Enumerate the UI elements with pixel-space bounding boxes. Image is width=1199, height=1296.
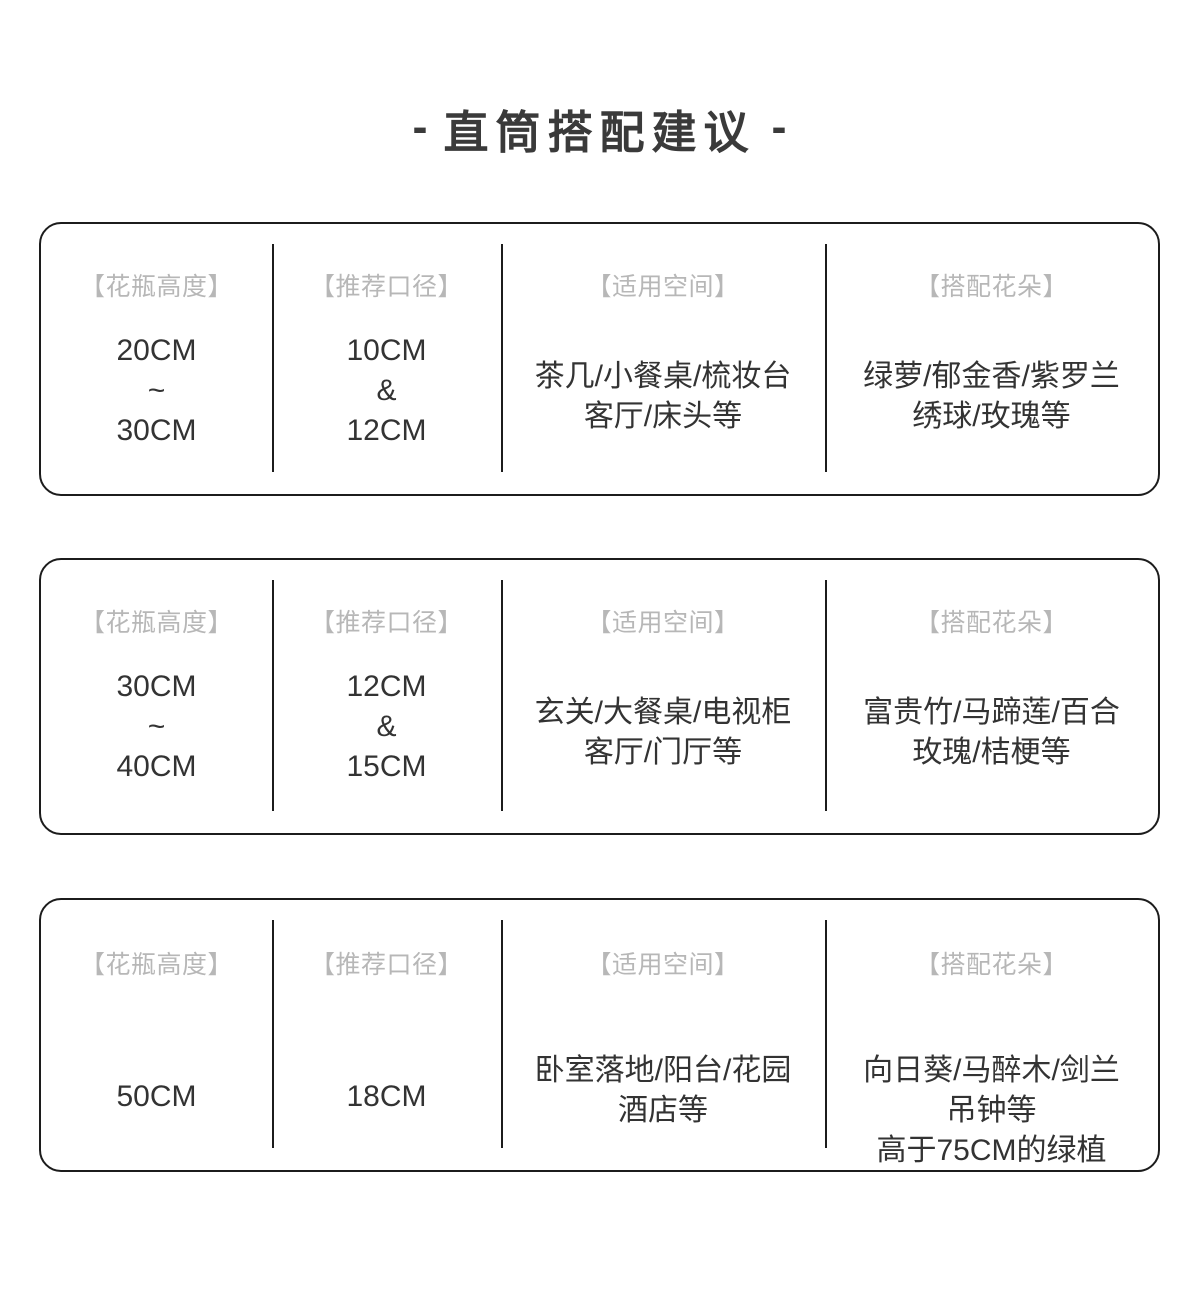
value-line-3: 高于75CM的绿植 <box>876 1134 1107 1167</box>
title-right-dash: - <box>771 101 787 152</box>
column-applicable-space: 【适用空间】 玄关/大餐桌/电视柜 客厅/门厅等 <box>501 560 825 833</box>
value-line-2: ~ <box>147 374 166 407</box>
column-label-applicable-space: 【适用空间】 <box>586 273 740 301</box>
value-line-2: 吊钟等 <box>946 1094 1037 1127</box>
value-line-2: 玫瑰/桔梗等 <box>912 736 1071 769</box>
column-recommended-caliber: 【推荐口径】 12CM & 15CM <box>272 560 501 833</box>
value-line-1: 30CM <box>116 670 197 703</box>
column-matching-flowers: 【搭配花朵】 富贵竹/马蹄莲/百合 玫瑰/桔梗等 <box>825 560 1158 833</box>
column-recommended-caliber: 【推荐口径】 10CM & 12CM <box>272 224 501 494</box>
column-value-vase-height: 50CM <box>116 1077 196 1117</box>
column-label-vase-height: 【花瓶高度】 <box>79 609 233 637</box>
title-left-dash: - <box>412 101 428 152</box>
column-label-applicable-space: 【适用空间】 <box>586 609 740 637</box>
column-vase-height: 【花瓶高度】 50CM <box>41 900 272 1170</box>
value-line-2: ~ <box>147 710 166 743</box>
column-label-recommended-caliber: 【推荐口径】 <box>309 273 463 301</box>
column-value-matching-flowers: 富贵竹/马蹄莲/百合 玫瑰/桔梗等 <box>863 693 1120 773</box>
column-label-matching-flowers: 【搭配花朵】 <box>914 609 1068 637</box>
page-title: -直筒搭配建议- <box>0 101 1199 164</box>
value-line-2: & <box>376 374 397 407</box>
value-line-3: 15CM <box>346 750 427 783</box>
value-line-3: 40CM <box>116 750 197 783</box>
column-label-recommended-caliber: 【推荐口径】 <box>309 951 463 979</box>
column-value-applicable-space: 卧室落地/阳台/花园 酒店等 <box>535 1051 792 1131</box>
value-line-1: 玄关/大餐桌/电视柜 <box>534 696 792 729</box>
column-label-vase-height: 【花瓶高度】 <box>79 273 233 301</box>
value-line-2: 客厅/门厅等 <box>583 736 743 769</box>
value-line-1: 20CM <box>116 334 197 367</box>
value-line-3: 12CM <box>346 414 427 447</box>
title-text: 直筒搭配建议 <box>443 107 756 158</box>
value-line-2: 绣球/玫瑰等 <box>912 400 1071 433</box>
column-value-matching-flowers: 向日葵/马醉木/剑兰 吊钟等 高于75CM的绿植 <box>863 1051 1120 1171</box>
column-label-matching-flowers: 【搭配花朵】 <box>914 951 1068 979</box>
value-line-1: 卧室落地/阳台/花园 <box>534 1054 792 1087</box>
column-applicable-space: 【适用空间】 茶几/小餐桌/梳妆台 客厅/床头等 <box>501 224 825 494</box>
column-vase-height: 【花瓶高度】 30CM ~ 40CM <box>41 560 272 833</box>
value-line-3: 30CM <box>116 414 197 447</box>
spec-card-3: 【花瓶高度】 50CM 【推荐口径】 18CM 【适用空间】 卧室落地/阳台/花… <box>39 898 1160 1172</box>
column-applicable-space: 【适用空间】 卧室落地/阳台/花园 酒店等 <box>501 900 825 1170</box>
column-label-recommended-caliber: 【推荐口径】 <box>309 609 463 637</box>
column-vase-height: 【花瓶高度】 20CM ~ 30CM <box>41 224 272 494</box>
value-line-1: 绿萝/郁金香/紫罗兰 <box>863 360 1120 393</box>
value-line-2: & <box>376 710 397 743</box>
column-value-recommended-caliber: 18CM <box>346 1077 426 1117</box>
value-line-1: 12CM <box>346 670 427 703</box>
spec-card-2: 【花瓶高度】 30CM ~ 40CM 【推荐口径】 12CM & 15CM 【适… <box>39 558 1160 835</box>
value-line-1: 富贵竹/马蹄莲/百合 <box>863 696 1120 729</box>
column-matching-flowers: 【搭配花朵】 向日葵/马醉木/剑兰 吊钟等 高于75CM的绿植 <box>825 900 1158 1170</box>
value-line-2: 客厅/床头等 <box>583 400 743 433</box>
column-value-recommended-caliber: 12CM & 15CM <box>346 667 426 787</box>
column-value-matching-flowers: 绿萝/郁金香/紫罗兰 绣球/玫瑰等 <box>863 357 1120 437</box>
column-value-applicable-space: 玄关/大餐桌/电视柜 客厅/门厅等 <box>535 693 792 773</box>
value-line-1: 10CM <box>346 334 427 367</box>
column-label-matching-flowers: 【搭配花朵】 <box>914 273 1068 301</box>
column-value-applicable-space: 茶几/小餐桌/梳妆台 客厅/床头等 <box>535 357 792 437</box>
column-recommended-caliber: 【推荐口径】 18CM <box>272 900 501 1170</box>
column-value-vase-height: 20CM ~ 30CM <box>116 331 196 451</box>
value-line-1: 18CM <box>346 1080 427 1113</box>
column-label-vase-height: 【花瓶高度】 <box>79 951 233 979</box>
column-value-vase-height: 30CM ~ 40CM <box>116 667 196 787</box>
value-line-1: 向日葵/马醉木/剑兰 <box>863 1054 1120 1087</box>
spec-card-1: 【花瓶高度】 20CM ~ 30CM 【推荐口径】 10CM & 12CM 【适… <box>39 222 1160 496</box>
value-line-2: 酒店等 <box>617 1094 708 1127</box>
column-value-recommended-caliber: 10CM & 12CM <box>346 331 426 451</box>
column-label-applicable-space: 【适用空间】 <box>586 951 740 979</box>
value-line-1: 茶几/小餐桌/梳妆台 <box>534 360 792 393</box>
value-line-1: 50CM <box>116 1080 197 1113</box>
column-matching-flowers: 【搭配花朵】 绿萝/郁金香/紫罗兰 绣球/玫瑰等 <box>825 224 1158 494</box>
